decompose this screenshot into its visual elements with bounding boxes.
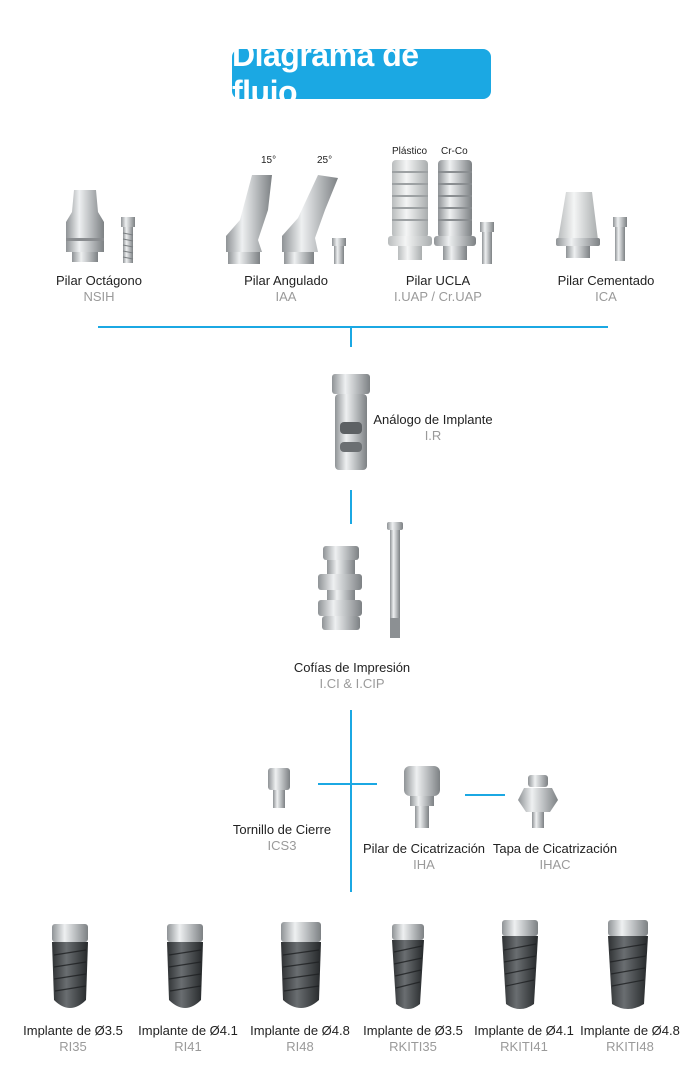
angle-15-label: 15° — [261, 155, 277, 166]
healing-abutment-code: IHA — [413, 857, 435, 872]
angled-abutment-image — [226, 175, 346, 264]
implant-ri41-image — [167, 924, 203, 1008]
healing-cap-label: Tapa de Cicatrización IHAC — [470, 841, 640, 873]
cemented-abutment-label: Pilar Cementado ICA — [521, 273, 691, 305]
implant-rkiti35-name: Implante de Ø3.5 — [363, 1023, 463, 1038]
octagon-abutment-label: Pilar Octágono NSIH — [14, 273, 184, 305]
implant-rkiti35-label: Implante de Ø3.5 RKITI35 — [353, 1023, 473, 1055]
implant-rkiti35-image — [392, 924, 424, 1009]
angled-abutment-code: IAA — [275, 289, 297, 304]
cover-screw-code: ICS3 — [267, 838, 297, 853]
cemented-abutment-code: ICA — [595, 289, 617, 304]
material-plastic-label: Plástico — [392, 146, 428, 157]
ucla-abutment-code: I.UAP / Cr.UAP — [394, 289, 482, 304]
analog-code: I.R — [424, 428, 442, 443]
cover-screw-label: Tornillo de Cierre ICS3 — [197, 822, 367, 854]
implant-ri41-name: Implante de Ø4.1 — [138, 1023, 238, 1038]
cemented-abutment-image — [556, 192, 627, 261]
analog-label: Análogo de Implante I.R — [348, 412, 518, 444]
implant-images — [52, 920, 648, 1009]
implant-ri35-name: Implante de Ø3.5 — [23, 1023, 123, 1038]
angled-abutment-label: Pilar Angulado IAA — [201, 273, 371, 305]
implant-ri41-label: Implante de Ø4.1 RI41 — [128, 1023, 248, 1055]
implant-ri35-image — [52, 924, 88, 1008]
implant-ri41-code: RI41 — [174, 1039, 202, 1054]
healing-abutment-image — [404, 766, 440, 828]
octagon-abutment-code: NSIH — [83, 289, 115, 304]
implant-rkiti48-name: Implante de Ø4.8 — [580, 1023, 680, 1038]
implant-rkiti41-name: Implante de Ø4.1 — [474, 1023, 574, 1038]
implant-rkiti41-image — [502, 920, 538, 1009]
healing-cap-code: IHAC — [539, 857, 571, 872]
implant-rkiti48-label: Implante de Ø4.8 RKITI48 — [570, 1023, 690, 1055]
cover-screw-image — [268, 768, 290, 808]
healing-abutment-name: Pilar de Cicatrización — [362, 841, 486, 856]
implant-rkiti35-code: RKITI35 — [389, 1039, 437, 1054]
implant-rkiti48-image — [608, 920, 648, 1009]
implant-analog-image — [332, 374, 370, 470]
healing-cap-name: Tapa de Cicatrización — [492, 841, 618, 856]
implant-ri48-label: Implante de Ø4.8 RI48 — [240, 1023, 360, 1055]
ucla-abutment-label: Pilar UCLA I.UAP / Cr.UAP — [353, 273, 523, 305]
coping-code: I.CI & I.CIP — [319, 676, 385, 691]
material-crco-label: Cr-Co — [441, 146, 468, 157]
impression-coping-image — [318, 522, 403, 638]
cemented-abutment-name: Pilar Cementado — [557, 273, 655, 288]
angled-abutment-name: Pilar Angulado — [244, 273, 328, 288]
implant-ri48-code: RI48 — [286, 1039, 314, 1054]
coping-label: Cofías de Impresión I.CI & I.CIP — [267, 660, 437, 692]
octagon-abutment-name: Pilar Octágono — [56, 273, 142, 288]
analog-name: Análogo de Implante — [373, 412, 493, 427]
implant-ri35-code: RI35 — [59, 1039, 87, 1054]
implant-rkiti41-code: RKITI41 — [500, 1039, 548, 1054]
ucla-abutment-image — [388, 160, 494, 264]
ucla-abutment-name: Pilar UCLA — [405, 273, 471, 288]
implant-rkiti41-label: Implante de Ø4.1 RKITI41 — [464, 1023, 584, 1055]
implant-ri35-label: Implante de Ø3.5 RI35 — [13, 1023, 133, 1055]
implant-rkiti48-code: RKITI48 — [606, 1039, 654, 1054]
angle-25-label: 25° — [317, 155, 333, 166]
octagon-abutment-image — [66, 190, 135, 263]
implant-ri48-name: Implante de Ø4.8 — [250, 1023, 350, 1038]
healing-abutment-label: Pilar de Cicatrización IHA — [339, 841, 509, 873]
cover-screw-name: Tornillo de Cierre — [232, 822, 332, 837]
healing-cap-image — [518, 775, 558, 828]
coping-name: Cofías de Impresión — [293, 660, 411, 675]
connector-lines — [98, 326, 608, 892]
implant-ri48-image — [281, 922, 321, 1008]
